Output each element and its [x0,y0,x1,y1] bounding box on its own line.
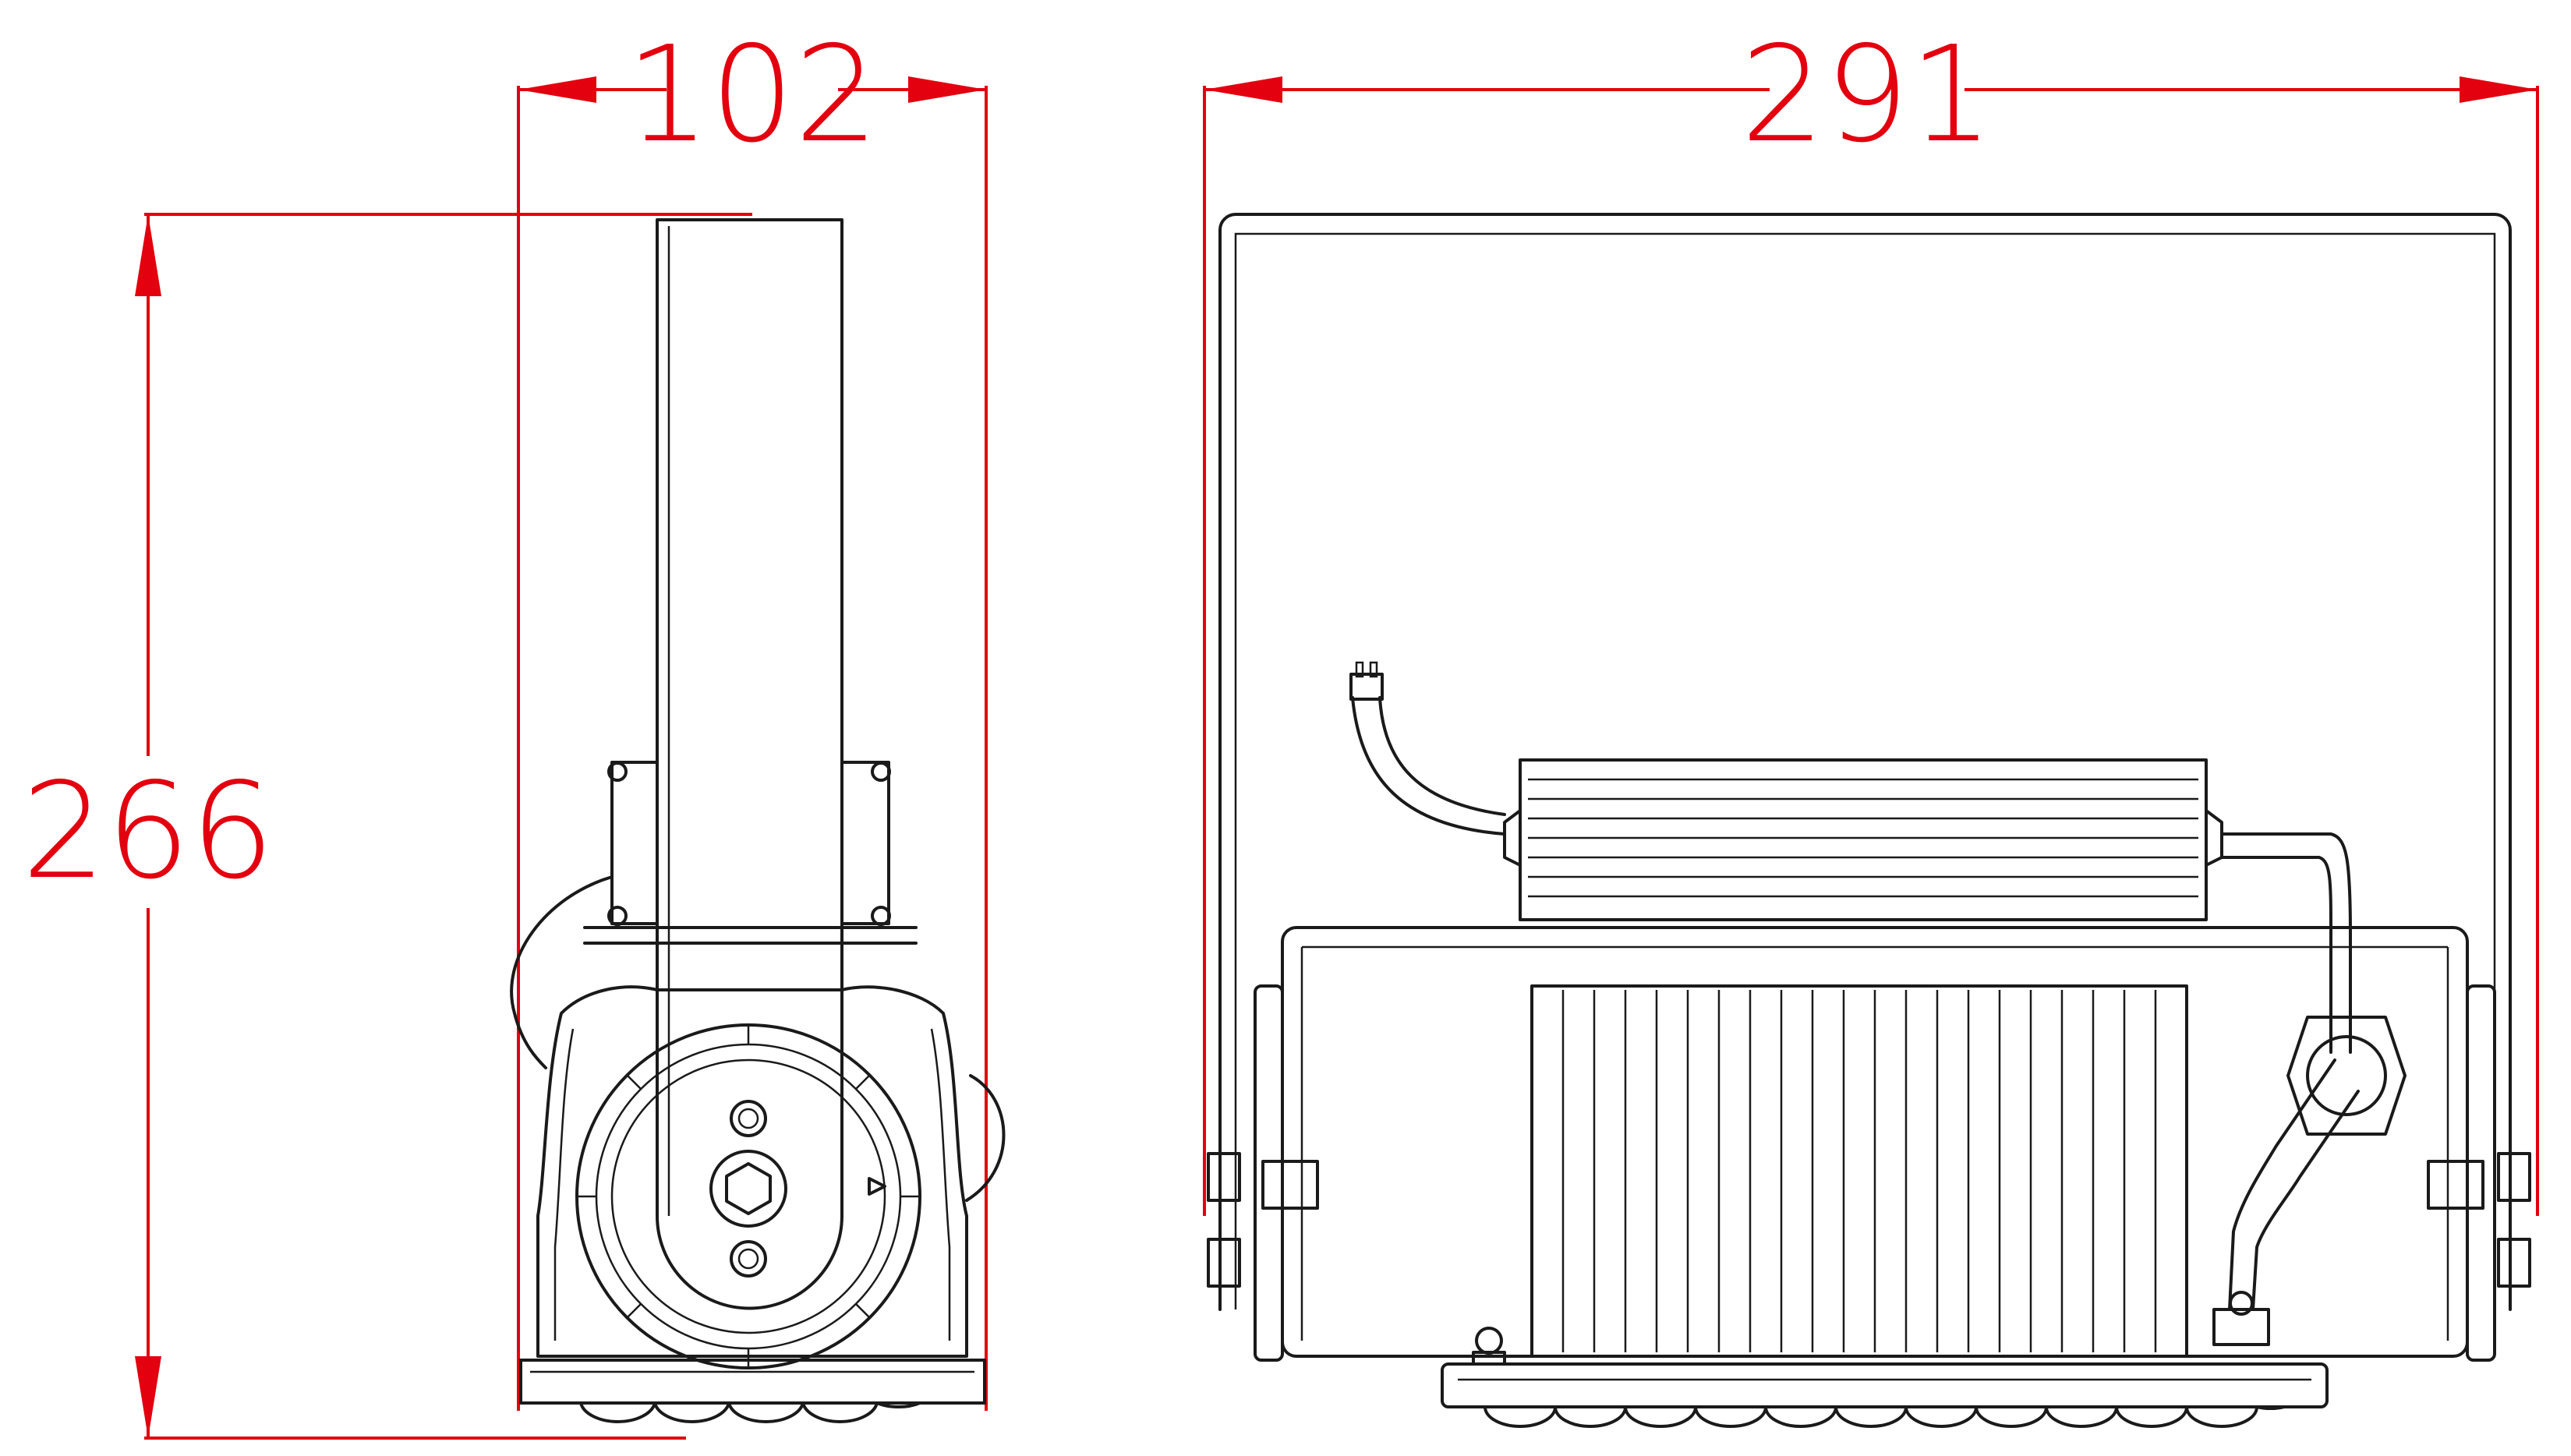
bracket-arm [656,218,843,1310]
front-view [1207,213,2531,1428]
dimension-width-side: 102 [517,18,988,1411]
heatsink [1530,984,2188,1358]
tilt-indicator-icon [868,1177,886,1196]
cable-gland [2286,1016,2407,1136]
dimension-width-front: 291 [1203,18,2539,1216]
dimension-label-266: 266 [22,755,274,909]
front-bracket [1218,213,2512,1311]
tilt-scale-ticks [577,1025,920,1368]
dimension-height: 266 [22,213,752,1440]
dimension-label-102: 102 [626,18,879,172]
dimension-label-291: 291 [1741,18,1993,172]
driver-fins [1528,778,2198,898]
side-view [510,218,1006,1423]
heatsink-fins [1561,990,2157,1352]
